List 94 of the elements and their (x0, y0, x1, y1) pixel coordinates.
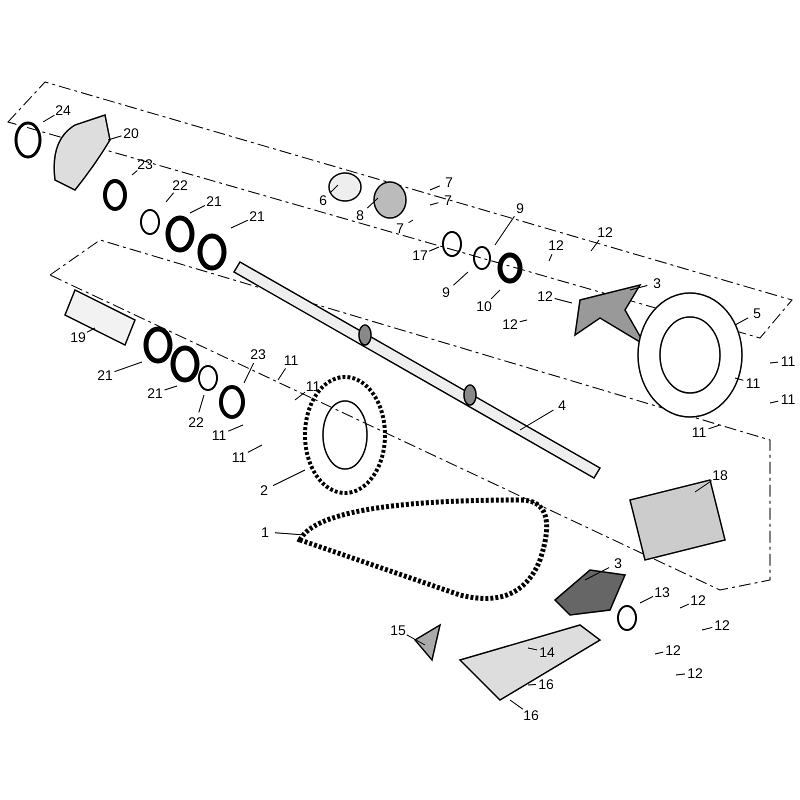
callout-number: 8 (356, 207, 364, 223)
leader-line (548, 254, 552, 262)
leader-line (490, 290, 500, 300)
callout-number: 11 (284, 352, 298, 368)
callout-number: 15 (390, 622, 406, 638)
leader-line (228, 424, 244, 432)
leader-line (166, 192, 174, 202)
callout-number: 3 (653, 275, 661, 291)
leader-line (519, 320, 528, 322)
callout-number: 21 (206, 193, 222, 209)
callout-number: 12 (714, 617, 730, 633)
callout-number: 1 (261, 524, 269, 540)
leader-line (164, 386, 178, 390)
leader-line (244, 362, 254, 384)
leader-line (528, 684, 537, 686)
callout-number: 11 (212, 427, 226, 443)
leader-line (520, 410, 554, 430)
leader-line (770, 362, 779, 364)
leader-line (676, 674, 686, 676)
leader-line (702, 626, 713, 630)
callout-number: 9 (442, 284, 450, 300)
callout-number: 23 (250, 346, 266, 362)
callout-number: 21 (147, 385, 163, 401)
callout-number: 12 (665, 642, 681, 658)
callout-number: 14 (539, 644, 555, 660)
callout-number: 22 (172, 177, 188, 193)
leader-line (294, 392, 306, 400)
leader-line (198, 394, 204, 413)
callout-number: 6 (319, 192, 327, 208)
callout-number: 16 (523, 707, 539, 723)
callout-number: 5 (753, 305, 761, 321)
leader-line (452, 272, 468, 286)
callout-number: 7 (445, 174, 453, 190)
leader-line (86, 328, 96, 333)
callout-number: 11 (692, 424, 706, 440)
callout-number: 12 (597, 224, 613, 240)
callout-number: 12 (690, 592, 706, 608)
leader-line (430, 202, 439, 206)
leader-line (230, 220, 248, 228)
leader-line (274, 532, 306, 536)
leader-line (428, 246, 440, 252)
leader-line (734, 317, 749, 326)
callout-number: 13 (654, 584, 670, 600)
callout-number: 21 (97, 367, 113, 383)
callout-number: 11 (232, 449, 246, 465)
callout-number: 17 (412, 247, 428, 263)
leader-line (114, 362, 142, 372)
callout-number: 18 (712, 467, 728, 483)
leader-line (330, 184, 338, 194)
leader-line (132, 170, 138, 176)
leader-line (430, 185, 440, 190)
leader-line (406, 634, 426, 646)
leader-line (247, 444, 262, 453)
leader-line (408, 220, 414, 224)
leader-line (528, 648, 538, 650)
callout-number: 7 (444, 192, 452, 208)
leader-line (590, 240, 600, 252)
leader-line (584, 567, 610, 580)
callout-number: 11 (780, 353, 796, 369)
leader-line (680, 604, 690, 608)
leader-line (640, 596, 654, 604)
callout-number: 12 (687, 665, 703, 681)
leader-line (510, 700, 524, 710)
callout-number: 19 (70, 329, 86, 345)
callout-number: 9 (516, 200, 524, 216)
callout-number: 11 (746, 375, 760, 391)
callout-number: 20 (123, 125, 139, 141)
leader-line (190, 204, 206, 214)
callout-number: 3 (614, 555, 622, 571)
callout-number: 16 (538, 676, 554, 692)
callout-number: 11 (780, 391, 796, 407)
callout-number: 2 (260, 482, 268, 498)
callout-number: 10 (476, 298, 492, 314)
leader-line (272, 470, 306, 486)
callout-number: 22 (188, 414, 204, 430)
leader-line (654, 652, 664, 654)
leader-line (554, 298, 572, 304)
callout-number: 12 (502, 316, 518, 332)
callout-number: 21 (249, 208, 265, 224)
leader-line (734, 378, 744, 381)
leader-line (694, 480, 712, 492)
leader-line (278, 368, 286, 380)
leader-line (494, 216, 515, 246)
leader-line (42, 114, 55, 122)
callout-number: 12 (537, 288, 553, 304)
leader-line (630, 285, 648, 290)
callout-number: 4 (558, 397, 566, 413)
callout-number: 7 (396, 220, 404, 236)
leader-line (366, 198, 378, 209)
leader-line (108, 135, 122, 140)
callout-number: 24 (55, 102, 71, 118)
leader-line (708, 424, 720, 430)
leader-line (770, 400, 779, 404)
callout-number: 12 (548, 237, 564, 253)
